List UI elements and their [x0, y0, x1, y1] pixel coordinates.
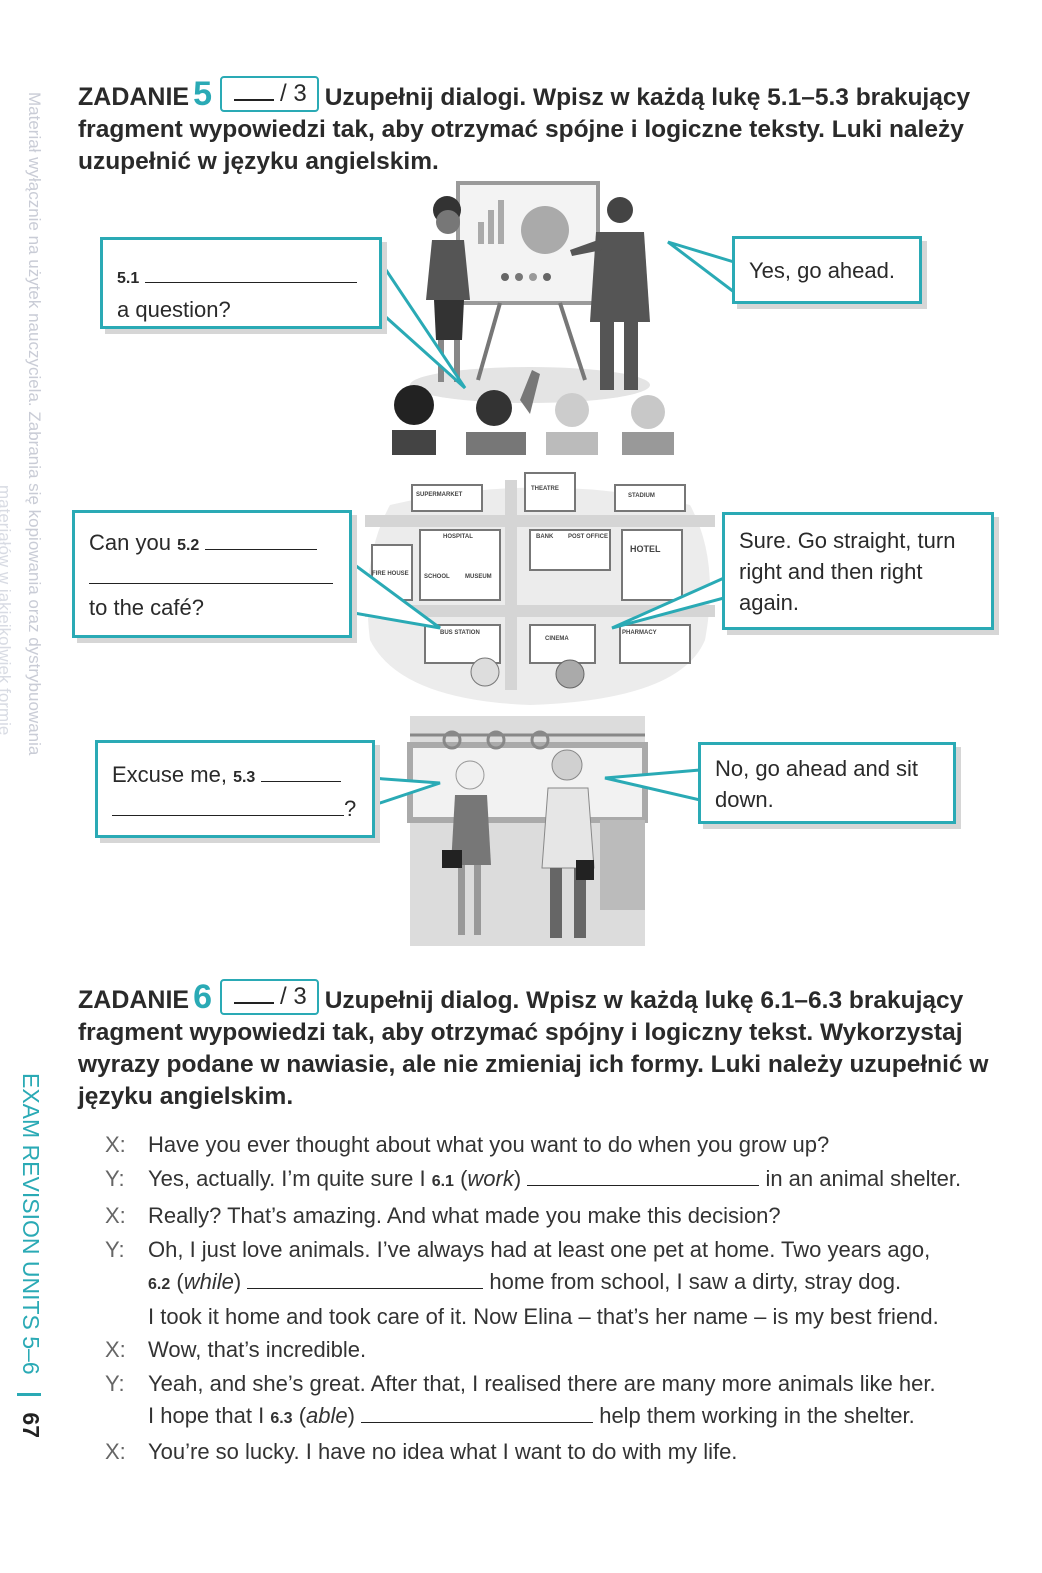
line-text: home from school, I saw a dirty, stray d… — [489, 1269, 902, 1294]
answer-gap-5-3a[interactable] — [261, 763, 342, 782]
answer-gap-6-1[interactable] — [527, 1167, 760, 1186]
line-text: I took it home and took care of it. Now … — [148, 1304, 939, 1329]
task6-number: 6 — [193, 978, 213, 1016]
task5-score-box[interactable]: / 3 — [220, 76, 319, 112]
gap-number: 6.3 — [270, 1410, 293, 1427]
map-label: CINEMA — [545, 636, 569, 642]
line-text: Oh, I just love animals. I’ve always had… — [148, 1237, 931, 1262]
gap-number: 5.2 — [177, 537, 200, 554]
hint-word: work — [467, 1166, 514, 1191]
hint-word: able — [306, 1403, 348, 1428]
speaker: X: — [105, 1132, 126, 1157]
task5-number: 5 — [193, 75, 213, 113]
task6-instruction: Uzupełnij dialog. Wpisz w każdą lukę 6.1… — [78, 987, 989, 1110]
speaker: X: — [105, 1337, 126, 1362]
bubble-5-2: Can you 5.2 to the café? — [72, 510, 352, 638]
map-label: HOTEL — [630, 544, 661, 554]
answer-gap-5-3b[interactable] — [112, 797, 344, 816]
task6-dialogue: X: Have you ever thought about what you w… — [105, 1128, 1015, 1469]
line-text: Have you ever thought about what you wan… — [148, 1132, 830, 1157]
bubble-text: Can you — [89, 530, 171, 555]
task6-score-max: / 3 — [280, 983, 307, 1010]
speaker: Y: — [105, 1371, 125, 1396]
map-label: SCHOOL — [424, 574, 450, 580]
map-label: BUS STATION — [440, 630, 480, 636]
map-label: THEATRE — [531, 486, 559, 492]
bus-illustration — [407, 716, 648, 946]
speaker: X: — [105, 1203, 126, 1228]
score-blank — [234, 79, 275, 101]
presentation-illustration — [392, 181, 674, 455]
task5-instruction: Uzupełnij dialogi. Wpisz w każdą lukę 5.… — [78, 84, 971, 175]
bubble-text: ? — [344, 796, 357, 821]
answer-gap-5-1[interactable] — [145, 264, 358, 283]
speaker: Y: — [105, 1237, 125, 1262]
task6-label: ZADANIE — [78, 986, 190, 1014]
map-label: POST OFFICE — [568, 534, 608, 540]
bubble-text: No, go ahead and sit down. — [715, 756, 919, 812]
answer-gap-5-2b[interactable] — [89, 565, 333, 584]
gap-number: 6.2 — [148, 1276, 171, 1293]
dialogue-line: Y: Oh, I just love animals. I’ve always h… — [105, 1233, 1015, 1333]
line-text: Wow, that’s incredible. — [148, 1337, 367, 1362]
dialogue-line: Y:Yes, actually. I’m quite sure I 6.1 (w… — [105, 1162, 1015, 1199]
line-text: I hope that I — [148, 1403, 265, 1428]
bubble-5-1: 5.1 a question? — [100, 237, 382, 329]
line-text: Yeah, and she’s great. After that, I rea… — [148, 1371, 936, 1396]
bubble-text: Excuse me, — [112, 762, 227, 787]
dialogue-line: X: Really? That’s amazing. And what made … — [105, 1199, 1015, 1233]
task5-score-max: / 3 — [280, 80, 307, 107]
map-label: PHARMACY — [622, 630, 657, 636]
bubble-text: to the café? — [89, 595, 204, 620]
line-text: You’re so lucky. I have no idea what I w… — [148, 1439, 738, 1464]
dialogue-line: Y: Yeah, and she’s great. After that, I r… — [105, 1367, 1015, 1435]
task6-score-box[interactable]: / 3 — [220, 979, 319, 1015]
bubble-5-3-reply: No, go ahead and sit down. — [698, 742, 956, 824]
dialogue-line: X: You’re so lucky. I have no idea what I… — [105, 1435, 1015, 1469]
bubble-text: Yes, go ahead. — [749, 258, 895, 283]
line-text: Really? That’s amazing. And what made yo… — [148, 1203, 781, 1228]
answer-gap-6-2[interactable] — [247, 1270, 484, 1289]
dialogue-line: X: Have you ever thought about what you w… — [105, 1128, 1015, 1162]
speaker: X: — [105, 1439, 126, 1464]
bubble-5-2-reply: Sure. Go straight, turn right and then r… — [722, 512, 994, 630]
task5-label: ZADANIE — [78, 83, 190, 111]
map-label: FIRE HOUSE — [372, 571, 409, 577]
gap-number: 5.3 — [233, 769, 256, 786]
line-text: in an animal shelter. — [765, 1166, 962, 1191]
bubble-text: a question? — [117, 297, 231, 322]
town-map-illustration: SUPERMARKET THEATRE STADIUM HOSPITAL BAN… — [365, 472, 715, 705]
callout-tails — [346, 240, 736, 809]
map-label: HOSPITAL — [443, 534, 473, 540]
bubble-text: Sure. Go straight, turn right and then r… — [739, 528, 956, 615]
line-text: Yes, actually. I’m quite sure I — [148, 1166, 426, 1191]
bubble-5-3: Excuse me, 5.3 ? — [95, 740, 375, 838]
answer-gap-6-3[interactable] — [361, 1404, 594, 1423]
bubble-5-1-reply: Yes, go ahead. — [732, 236, 922, 304]
hint-word: while — [183, 1269, 234, 1294]
map-label: MUSEUM — [465, 574, 492, 580]
gap-number: 6.1 — [431, 1173, 454, 1190]
score-blank — [234, 982, 275, 1004]
map-label: BANK — [536, 534, 554, 540]
line-text: help them working in the shelter. — [599, 1403, 915, 1428]
map-label: STADIUM — [628, 493, 655, 499]
speaker: Y: — [105, 1166, 125, 1191]
map-label: SUPERMARKET — [416, 492, 463, 498]
dialogue-line: X: Wow, that’s incredible. — [105, 1333, 1015, 1367]
answer-gap-5-2a[interactable] — [205, 531, 318, 550]
gap-number: 5.1 — [117, 270, 140, 287]
